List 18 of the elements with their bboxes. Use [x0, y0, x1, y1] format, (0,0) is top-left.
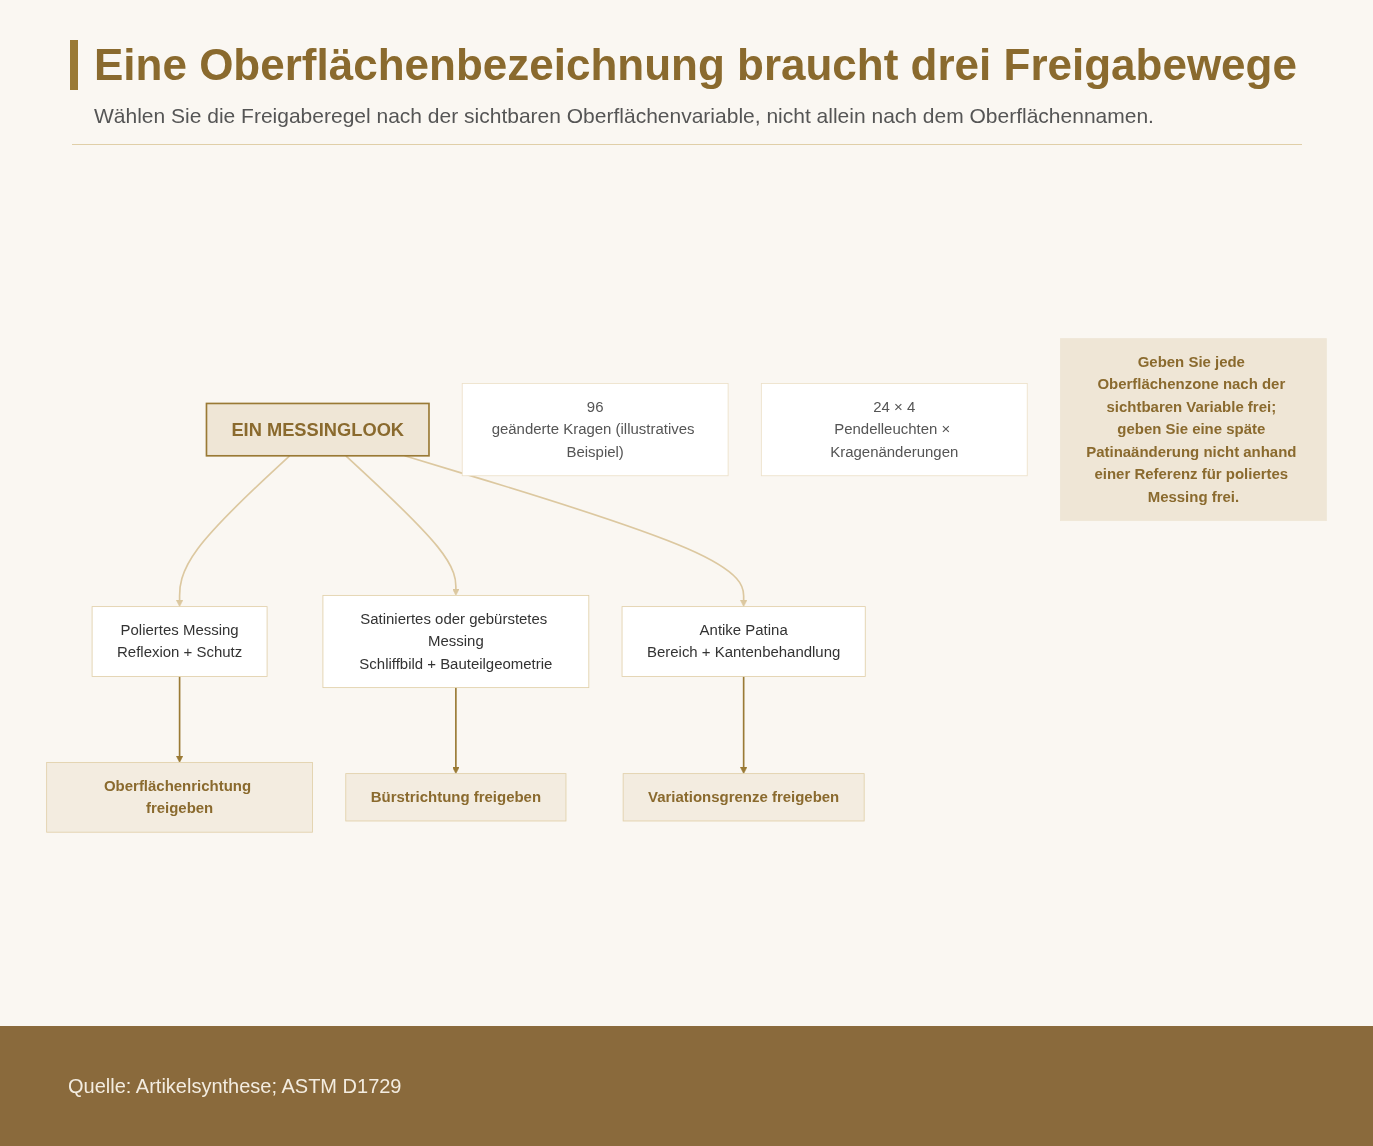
- arrow: [175, 455, 291, 607]
- node-box: Bürstrichtung freigeben: [345, 773, 567, 822]
- node-box: Geben Sie jede Oberflächenzone nach der sichtbaren Variable frei; geben Sie eine späte Patinaänderung nicht anhand einer Referenz für poliertes Messing frei.: [1060, 338, 1327, 522]
- arrow: [452, 686, 460, 775]
- title: Eine Oberflächenbezeichnung braucht drei Freigabewege: [70, 40, 1303, 90]
- arrow: [345, 455, 460, 596]
- node-box: Antike Patina Bereich + Kantenbehandlung: [621, 606, 866, 677]
- node-box: Oberflächenrichtung freigeben: [46, 762, 313, 833]
- arrow: [175, 675, 184, 763]
- node-box: Poliertes Messing Reflexion + Schutz: [91, 606, 268, 677]
- node-box: Variationsgrenze freigeben: [622, 773, 865, 822]
- node-box: 24 × 4 Pendelleuchten × Kragenänderungen: [760, 383, 1028, 477]
- node-box: 96 geänderte Kragen (illustratives Beispiel): [461, 383, 729, 477]
- node-box: EIN MESSINGLOOK: [205, 402, 430, 457]
- subtitle: Wählen Sie die Freigaberegel nach der sichtbaren Oberflächenvariable, nicht allein nach dem Oberflächennamen.: [94, 104, 1155, 128]
- node-box: Satiniertes oder gebürstetes Messing Schliffbild + Bauteilgeometrie: [322, 595, 590, 689]
- arrow: [740, 675, 748, 775]
- caption: Quelle: Artikelsynthese; ASTM D1729: [68, 1074, 402, 1098]
